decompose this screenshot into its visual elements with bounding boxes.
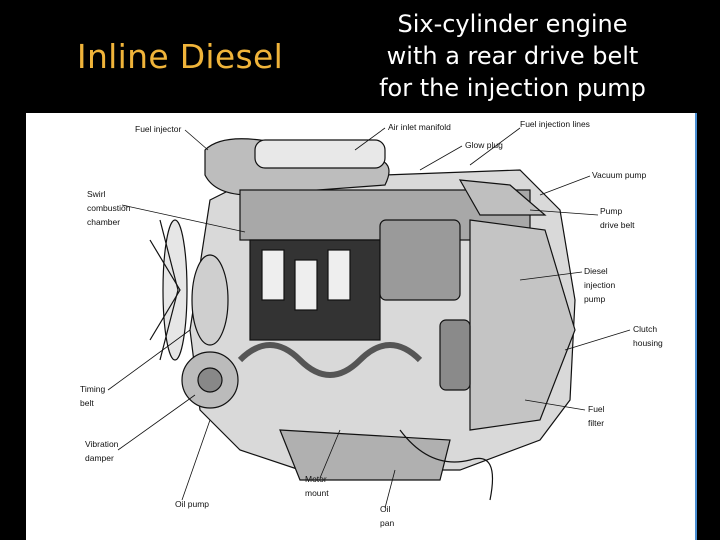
label-fuel-filter: filter: [588, 418, 604, 428]
label-timing-belt: belt: [80, 398, 94, 408]
label-fuel-injector: Fuel injector: [135, 124, 181, 134]
subtitle-line: for the injection pump: [379, 74, 646, 102]
label-clutch-housing: Clutch: [633, 324, 657, 334]
label-swirl-chamber: chamber: [87, 217, 120, 227]
label-air-inlet-manifold: Air inlet manifold: [388, 122, 451, 132]
label-motor-mount: Motor: [305, 474, 327, 484]
label-clutch-housing: housing: [633, 338, 663, 348]
label-pump-drive-belt: drive belt: [600, 220, 635, 230]
label-swirl-chamber: combustion: [87, 203, 131, 213]
label-diesel-injection-pump: injection: [584, 280, 615, 290]
label-diesel-injection-pump: Diesel: [584, 266, 608, 276]
subtitle-line: with a rear drive belt: [386, 42, 639, 70]
label-oil-pump: Oil pump: [175, 499, 209, 509]
label-oil-pan: Oil: [380, 504, 391, 514]
engine-drawing: [149, 138, 576, 501]
label-swirl-chamber: Swirl: [87, 189, 106, 199]
slide-title: Inline Diesel: [76, 37, 284, 76]
slide-header: Inline Diesel Six-cylinder engine with a…: [0, 0, 720, 113]
slide-subtitle: Six-cylinder engine with a rear drive be…: [355, 8, 670, 104]
panel-edge-line: [695, 113, 697, 540]
label-motor-mount: mount: [305, 488, 329, 498]
subtitle-line: Six-cylinder engine: [397, 10, 628, 38]
label-vibration-damper: Vibration: [85, 439, 119, 449]
fan: [149, 219, 188, 361]
leader-lines: [107, 127, 631, 509]
label-timing-belt: Timing: [80, 384, 105, 394]
label-pump-drive-belt: Pump: [600, 206, 622, 216]
label-vibration-damper: damper: [85, 453, 114, 463]
label-glow-plug: Glow plug: [465, 140, 503, 150]
label-fuel-filter: Fuel: [588, 404, 605, 414]
label-fuel-injection-lines: Fuel injection lines: [520, 119, 590, 129]
label-diesel-injection-pump: pump: [584, 294, 606, 304]
label-vacuum-pump: Vacuum pump: [592, 170, 646, 180]
label-oil-pan: pan: [380, 518, 394, 528]
